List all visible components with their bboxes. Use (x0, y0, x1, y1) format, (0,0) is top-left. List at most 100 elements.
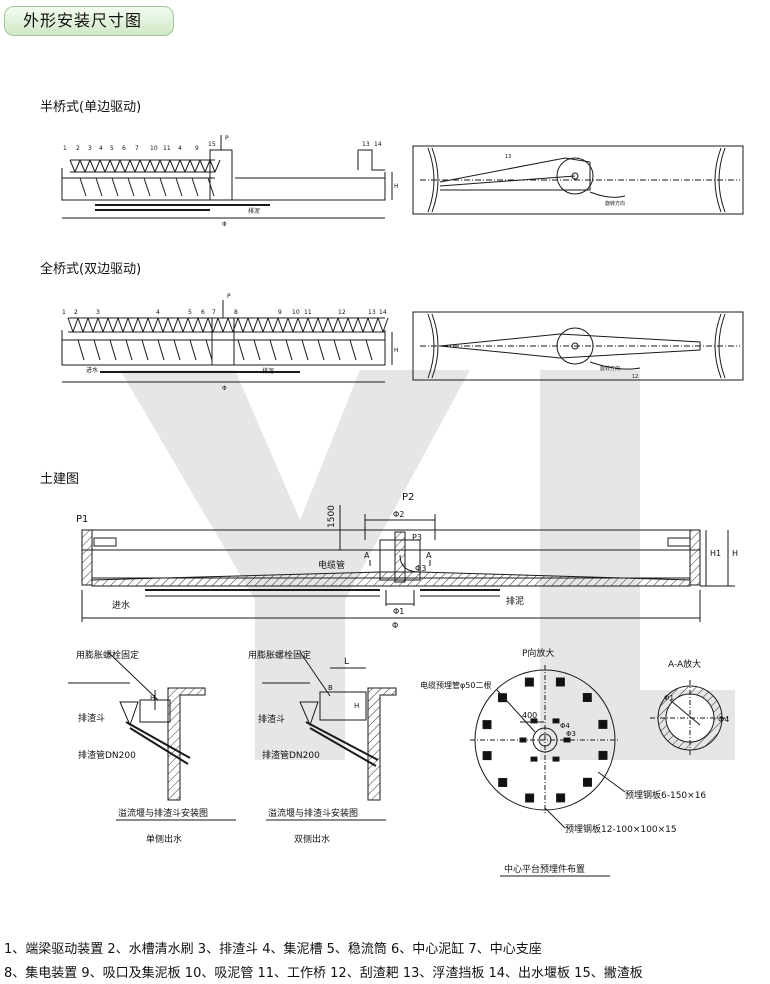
rotation-direction-label: 旋转方向 (600, 365, 620, 372)
truss-member (312, 317, 319, 333)
truss-member (247, 317, 254, 333)
truss-member (322, 317, 329, 333)
full-bridge-plan-view (412, 311, 744, 381)
truss-member (152, 317, 159, 333)
callout: 8 (234, 309, 238, 316)
embedded-plate-inner (552, 756, 560, 762)
label-cable: 电缆预埋管φ50二根 (420, 680, 491, 690)
truss-member (332, 317, 339, 333)
label-pipe: 排渣管DN200 (262, 749, 320, 761)
truss-member (347, 317, 354, 333)
embedded-plate (482, 720, 492, 730)
callout: 12 (338, 309, 346, 316)
truss-member (127, 177, 135, 197)
truss-member (342, 317, 349, 333)
aa-view-detail (650, 680, 730, 756)
legend-line-2: 8、集电装置 9、吸口及集泥板 10、吸泥管 11、工作桥 12、刮渣耙 13、… (4, 966, 643, 981)
truss-member (129, 159, 136, 173)
embedded-plate (556, 793, 566, 803)
label-phi1: Φ1 (393, 607, 404, 616)
truss-member (194, 159, 201, 173)
embedded-plate-inner (552, 718, 560, 724)
caption: 溢流堰与排渣斗安装图 (268, 807, 358, 819)
p-view-detail (470, 665, 620, 815)
callout: 7 (135, 145, 139, 152)
label-p1: P1 (76, 514, 88, 525)
callout-outlet: 排泥 (262, 367, 274, 375)
truss-member (127, 317, 134, 333)
rotation-direction-label: 旋转方向 (605, 200, 625, 207)
truss-member (205, 339, 213, 361)
truss-member (143, 177, 151, 197)
detail-double-labels: 用膨胀螺栓固定 排渣斗 排渣管DN200 溢流堰与排渣斗安装图 双侧出水 L B… (248, 649, 359, 845)
p-view-labels: P向放大 电缆预埋管φ50二根 400 Φ4 Φ3 预埋钢板6-150×16 预… (420, 647, 706, 875)
truss-member (253, 339, 261, 361)
truss-member (154, 159, 161, 173)
truss-member (77, 339, 85, 361)
detail-double-outflow (262, 651, 397, 801)
truss-member (307, 317, 314, 333)
caption: 溢流堰与排渣斗安装图 (118, 807, 208, 819)
truss-member (197, 317, 204, 333)
label-section-a-left: A (364, 551, 370, 560)
truss-member (212, 317, 219, 333)
truss-member (202, 317, 209, 333)
callout: 14 (374, 141, 382, 148)
label-h: H (354, 702, 359, 710)
truss-member (285, 339, 293, 361)
section-title-full-bridge: 全桥式(双边驱动) (40, 262, 142, 277)
callout: 6 (201, 309, 205, 316)
callout: 14 (379, 309, 387, 316)
truss-member (122, 317, 129, 333)
truss-member (139, 159, 146, 173)
caption-sub: 双侧出水 (294, 833, 330, 845)
callout-outlet: 排泥 (248, 207, 260, 215)
truss-member (227, 317, 234, 333)
truss-member (69, 159, 76, 173)
callout: H (394, 183, 399, 190)
label-pipe: 排渣管DN200 (78, 749, 136, 761)
label-p2: P2 (402, 492, 414, 503)
truss-member (187, 317, 194, 333)
embedded-plate-inner (519, 737, 527, 743)
truss-member (362, 317, 369, 333)
truss-member (237, 339, 245, 361)
p-view-leaders (500, 771, 626, 877)
callout: P (225, 135, 229, 142)
truss-member (125, 339, 133, 361)
truss-member (317, 339, 325, 361)
truss-member (209, 159, 216, 173)
callout: 5 (188, 309, 192, 316)
full-bridge-plan-labels: 旋转方向 12 (600, 365, 638, 380)
truss-member (117, 317, 124, 333)
half-bridge-plan-labels: 13 旋转方向 (505, 154, 625, 207)
truss-member (257, 317, 264, 333)
truss-member (367, 317, 374, 333)
label-cable-pipe: 电缆管 (318, 559, 345, 571)
truss-member (184, 159, 191, 173)
truss-member (267, 317, 274, 333)
truss-member (94, 159, 101, 173)
callout: P (227, 293, 231, 300)
aa-view-title: A-A放大 (668, 658, 701, 670)
callout-inlet: 进水 (86, 366, 98, 374)
callout: 4 (156, 309, 160, 316)
label-phi1: Φ1 (664, 694, 674, 702)
label-1500: 1500 (327, 505, 337, 528)
label-sludge: 排泥 (506, 595, 524, 607)
embedded-plate (482, 751, 492, 761)
callout: 13 (505, 154, 511, 160)
truss-member (174, 159, 181, 173)
truss-member (177, 317, 184, 333)
section-title-civil: 土建图 (40, 472, 80, 487)
truss-member (164, 159, 171, 173)
truss-member (207, 177, 215, 197)
callout: 3 (96, 309, 100, 316)
truss-member (365, 339, 373, 361)
p-view-caption: 中心平台预埋件布置 (504, 863, 585, 875)
half-bridge-callouts: 1 2 3 4 5 6 7 10 11 4 9 13 14 15 P H Φ 排… (63, 135, 399, 228)
truss-member (102, 317, 109, 333)
aa-view-labels: A-A放大 Φ1 Φ4 (664, 658, 729, 724)
label-p3: P3 (412, 533, 422, 542)
truss-member (297, 317, 304, 333)
